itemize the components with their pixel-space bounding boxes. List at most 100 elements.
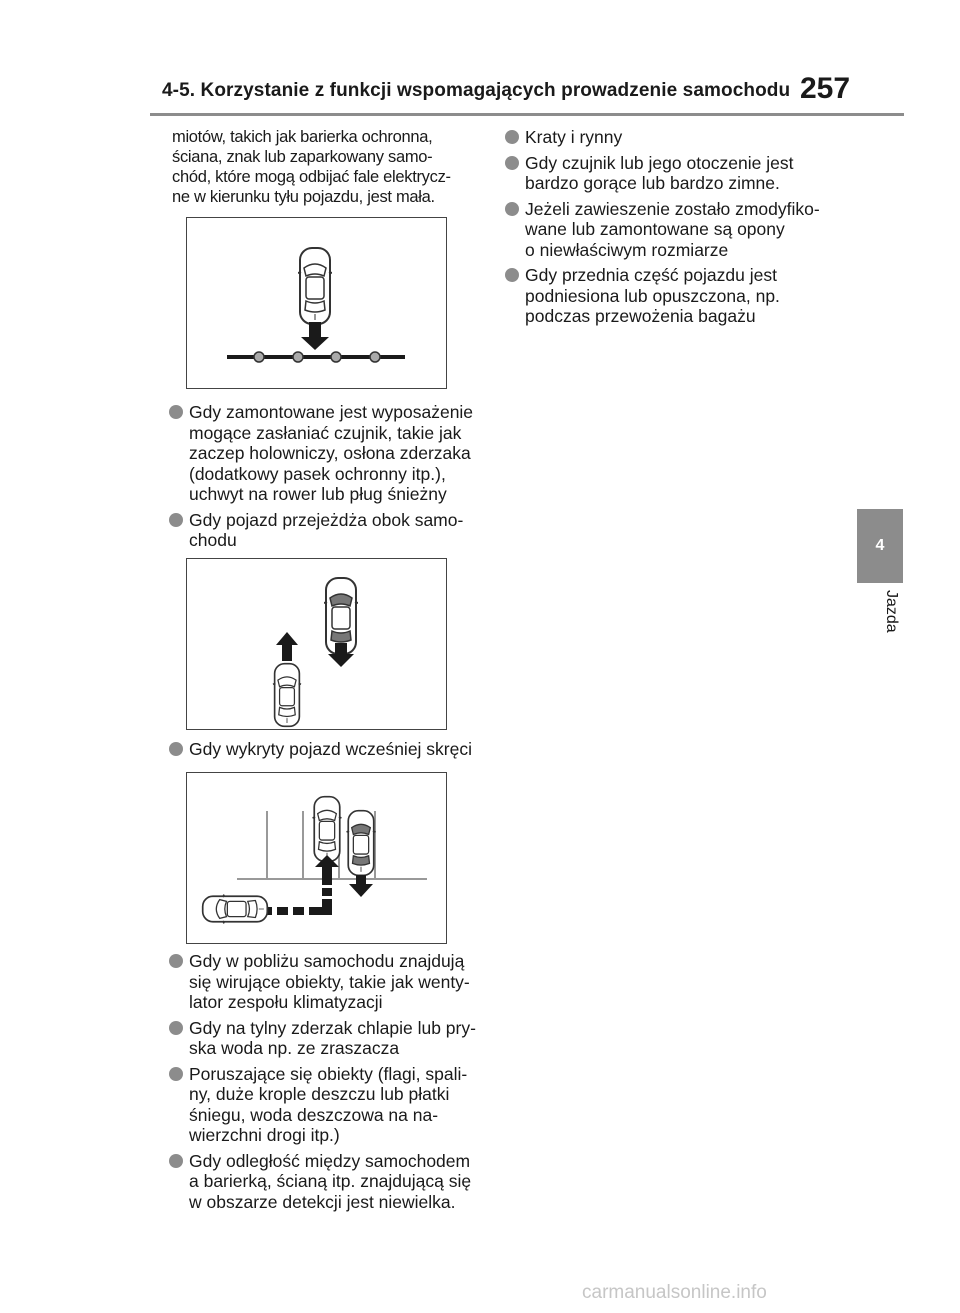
bullet-icon <box>169 512 183 527</box>
page-number: 257 <box>800 72 851 105</box>
intro-line: ściana, znak lub zaparkowany samo- <box>172 148 433 166</box>
arrow-down-shaft <box>309 322 321 338</box>
list-item: Gdy na tylny zderzak chlapie lub pry- sk… <box>169 1017 482 1059</box>
list-item-line: Gdy zamontowane jest wyposażenie <box>189 402 474 422</box>
path-dash <box>277 907 288 915</box>
bullet-icon <box>505 130 519 144</box>
list-item-line: wierzchni drogi itp.) <box>189 1125 340 1145</box>
list-item-line: mogące zasłaniać czujnik, takie jak <box>189 422 462 443</box>
list-item-line: bardzo gorące lub bardzo zimne. <box>525 173 780 193</box>
arrow-up-shaft <box>322 867 332 885</box>
list-item-line: Kraty i rynny <box>525 127 623 147</box>
bullet-icon <box>169 742 183 756</box>
barrier-post <box>369 351 381 363</box>
list-item-line: wane lub zamontowane są opony <box>525 219 785 239</box>
passing-car-icon <box>272 662 302 728</box>
barrier-post <box>292 351 304 363</box>
illustration-passing-vehicle <box>186 558 447 730</box>
right-column: Kraty i rynny Gdy czujnik lub jego otocz… <box>505 127 838 332</box>
arrow-down-shaft <box>356 875 366 885</box>
arrow-up-icon <box>276 632 298 645</box>
list-item: Gdy wykryty pojazd wcześniej skręci <box>169 739 482 760</box>
list-item-line: Poruszające się obiekty (flagi, spali- <box>189 1063 468 1084</box>
list-item-line: o niewłaściwym rozmiarze <box>525 239 729 260</box>
list-item: Gdy przednia część pojazdu jest podniesi… <box>505 265 838 327</box>
header-title: 4-5. Korzystanie z funkcji wspomagającyc… <box>162 80 791 101</box>
list-item-line: lator zespołu klimatyzacji <box>189 992 383 1012</box>
bullet-icon <box>505 201 519 216</box>
chapter-label: Jazda <box>883 590 900 633</box>
approaching-car <box>201 894 269 924</box>
arrow-down-shaft <box>335 643 347 655</box>
list-item-line: się wirujące obiekty, takie jak wenty- <box>189 971 470 992</box>
intro-line: ne w kierunku tyłu pojazdu, jest mała. <box>172 188 435 206</box>
list-item: Gdy odległość między samochodem a barier… <box>169 1150 482 1213</box>
list-item-line: Gdy wykryty pojazd wcześniej skręci <box>189 739 472 759</box>
list-item-line: uchwyt na rower lub pług śnieżny <box>189 484 447 504</box>
left-column-bullets-b: Gdy wykryty pojazd wcześniej skręci <box>169 739 482 765</box>
arrow-down-icon <box>328 654 354 667</box>
bullet-icon <box>505 268 519 282</box>
barrier-diagram <box>227 247 405 363</box>
approaching-car-icon <box>201 894 269 924</box>
footer-watermark: carmanualsonline.info <box>582 1282 767 1303</box>
list-item: Gdy w pobliżu samochodu znajdują się wir… <box>169 951 482 1013</box>
header-rule <box>150 113 904 116</box>
left-column-intro: miotów, takich jak barierka ochronna, śc… <box>172 127 482 219</box>
bullet-icon <box>505 155 519 170</box>
list-item-line: śniegu, woda deszczowa na na- <box>189 1104 439 1125</box>
list-item-line: ny, duże krople deszczu lub płatki <box>189 1084 450 1104</box>
list-item-line: podczas przewożenia bagażu <box>525 306 756 326</box>
left-column-bullets-c: Gdy w pobliżu samochodu znajdują się wir… <box>169 951 482 1217</box>
list-item: Gdy zamontowane jest wyposażenie mogące … <box>169 402 482 505</box>
list-item-line: Gdy czujnik lub jego otoczenie jest <box>525 152 794 173</box>
intro-line: miotów, takich jak barierka ochronna, <box>172 128 433 146</box>
path-dash <box>293 907 304 915</box>
barrier-post <box>253 351 265 363</box>
intro-paragraph: miotów, takich jak barierka ochronna, śc… <box>172 127 482 207</box>
arrow-down-icon <box>301 337 329 350</box>
turning-car-icon <box>312 795 342 863</box>
list-item: Jeżeli zawieszenie zostało zmodyfiko- wa… <box>505 198 838 261</box>
list-item: Poruszające się obiekty (flagi, spali- n… <box>169 1063 482 1146</box>
illustration-turning-vehicle <box>186 772 447 944</box>
list-item-line: (dodatkowy pasek ochronny itp.), <box>189 463 446 484</box>
list-item: Gdy pojazd przejeżdża obok samo- chodu <box>169 509 482 551</box>
illustration-barrier <box>186 217 447 389</box>
list-item-line: Gdy na tylny zderzak chlapie lub pry- <box>189 1017 476 1038</box>
list-item-line: podniesiona lub opuszczona, np. <box>525 285 780 306</box>
barrier-post <box>330 351 342 363</box>
intro-line: chód, które mogą odbijać fale elektrycz- <box>172 168 451 186</box>
list-item-line: w obszarze detekcji jest niewielka. <box>189 1191 456 1212</box>
list-item-line: ska woda np. ze zraszacza <box>189 1038 400 1058</box>
car-icon <box>298 247 332 325</box>
bullet-icon <box>169 1020 183 1035</box>
path-dash <box>322 899 332 907</box>
list-item-line: a barierką, ścianą itp. znajdującą się <box>189 1171 472 1191</box>
bullet-icon <box>169 405 183 419</box>
bullet-icon <box>169 1066 183 1081</box>
list-item-line: Gdy w pobliżu samochodu znajdują <box>189 951 465 971</box>
barrier-line <box>227 355 405 359</box>
turning-diagram <box>201 795 427 924</box>
list-item: Gdy czujnik lub jego otoczenie jest bard… <box>505 152 838 194</box>
list-item-line: Gdy przednia część pojazdu jest <box>525 265 777 285</box>
list-item: Kraty i rynny <box>505 127 838 148</box>
left-column-bullets-a: Gdy zamontowane jest wyposażenie mogące … <box>169 402 482 556</box>
list-item-line: zaczep holowniczy, osłona zderzaka <box>189 443 471 463</box>
path-dash <box>309 907 332 915</box>
arrow-down-icon <box>349 884 373 897</box>
passing-diagram <box>272 577 358 728</box>
bullet-icon <box>169 1153 183 1168</box>
list-item-line: chodu <box>189 530 237 550</box>
list-item-line: Jeżeli zawieszenie zostało zmodyfiko- <box>525 198 820 219</box>
parked-car-icon <box>346 809 376 877</box>
list-item-line: Gdy odległość między samochodem <box>189 1150 471 1171</box>
parked-car-icon <box>324 577 358 655</box>
chapter-tab[interactable]: 4 <box>857 509 903 583</box>
list-item-line: Gdy pojazd przejeżdża obok samo- <box>189 509 464 530</box>
bullet-icon <box>169 954 183 968</box>
path-dash <box>322 888 332 896</box>
arrow-up-shaft <box>282 645 292 661</box>
arrow-up-icon <box>315 855 339 867</box>
